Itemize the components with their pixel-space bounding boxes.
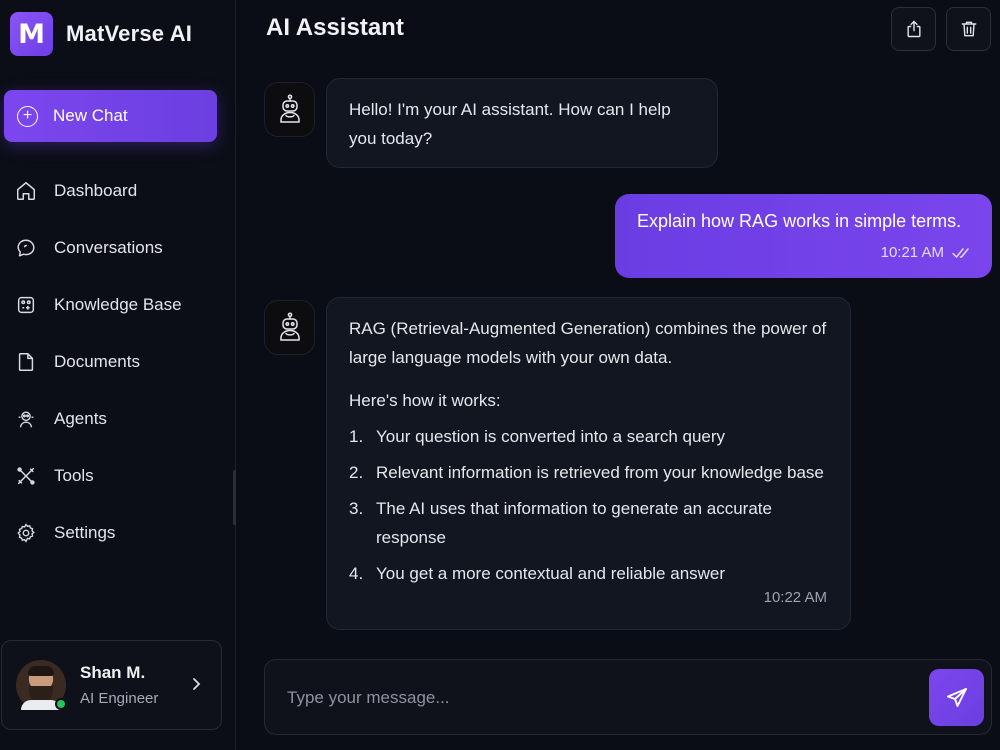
new-chat-label: New Chat (53, 106, 128, 125)
sidebar-item-label: Knowledge Base (54, 294, 182, 314)
home-icon (17, 181, 35, 200)
sidebar-item-tools[interactable]: Tools (0, 447, 236, 504)
message-lead: Here's how it works: (349, 391, 501, 410)
assistant-message: Hello! I'm your AI assistant. How can I … (326, 78, 718, 168)
sidebar-resize-handle[interactable] (233, 470, 236, 525)
gear-icon (17, 522, 35, 543)
knowledge-base-icon (17, 296, 35, 313)
list-item: 2.Relevant information is retrieved from… (349, 463, 824, 482)
sidebar-item-label: Documents (54, 351, 140, 371)
message-composer (264, 659, 992, 735)
message-text: Hello! I'm your AI assistant. How can I … (349, 100, 671, 148)
message-time: 10:21 AM (880, 244, 944, 261)
user-profile-card[interactable]: Shan M. AI Engineer (1, 640, 222, 730)
robot-icon (279, 311, 300, 341)
sidebar-item-knowledge-base[interactable]: Knowledge Base (0, 276, 236, 333)
robot-icon (279, 93, 300, 123)
brand-name: MatVerse AI (66, 21, 193, 46)
user-message: Explain how RAG works in simple terms. 1… (615, 194, 992, 278)
message-time: 10:22 AM (763, 589, 827, 606)
sidebar-item-label: Tools (54, 465, 94, 485)
page-title: AI Assistant (266, 14, 404, 41)
trash-icon (961, 21, 976, 37)
online-status-dot (55, 698, 67, 710)
list-item: 4.You get a more contextual and reliable… (349, 564, 726, 583)
chat-bubble-icon (17, 238, 35, 257)
assistant-message: RAG (Retrieval-Augmented Generation) com… (326, 297, 851, 630)
double-check-icon (952, 247, 969, 258)
sidebar-item-label: Settings (54, 522, 116, 542)
list-item: 1.Your question is converted into a sear… (349, 427, 726, 446)
send-button[interactable] (929, 669, 984, 726)
sidebar-item-agents[interactable]: Agents (0, 390, 236, 447)
plus-icon: + (17, 105, 38, 127)
agents-icon (18, 410, 34, 427)
share-button[interactable] (891, 7, 936, 51)
assistant-avatar (264, 82, 315, 137)
sidebar-item-label: Agents (54, 408, 107, 428)
new-chat-button[interactable]: + New Chat (4, 90, 217, 142)
assistant-avatar (264, 300, 315, 355)
chevron-right-icon (193, 678, 201, 690)
sidebar-item-settings[interactable]: Settings (0, 504, 236, 561)
avatar (16, 660, 67, 710)
brand-logo: M (10, 12, 53, 56)
message-text: Explain how RAG works in simple terms. (637, 211, 962, 231)
sidebar: M MatVerse AI + New Chat Dashboard Conve… (0, 0, 236, 750)
sidebar-nav: Dashboard Conversations Knowledge Base D… (0, 162, 236, 561)
brand[interactable]: M MatVerse AI (10, 12, 192, 56)
document-icon (18, 352, 34, 371)
profile-role: AI Engineer (80, 690, 159, 707)
sidebar-item-label: Conversations (54, 237, 163, 257)
tools-icon (17, 466, 35, 485)
delete-chat-button[interactable] (946, 7, 991, 51)
message-input[interactable] (287, 684, 887, 712)
send-icon (946, 687, 967, 707)
message-intro: RAG (Retrieval-Augmented Generation) com… (349, 319, 827, 367)
sidebar-item-conversations[interactable]: Conversations (0, 219, 236, 276)
list-item: 3.The AI uses that information to genera… (349, 499, 772, 547)
steps-list: 1.Your question is converted into a sear… (349, 422, 828, 588)
message-meta: 10:21 AM (881, 244, 972, 261)
sidebar-item-dashboard[interactable]: Dashboard (0, 162, 236, 219)
share-icon (906, 20, 921, 38)
profile-name: Shan M. (80, 663, 146, 682)
sidebar-item-label: Dashboard (54, 180, 138, 200)
sidebar-item-documents[interactable]: Documents (0, 333, 236, 390)
